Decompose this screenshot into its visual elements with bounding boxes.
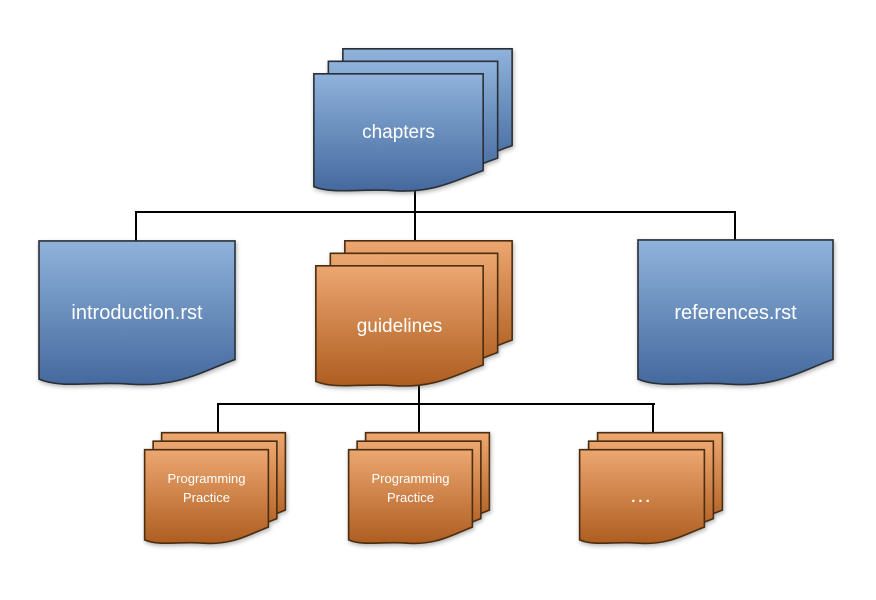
document-shape (637, 239, 834, 387)
multi-document-shape (313, 48, 513, 193)
node-introduction: introduction.rst (38, 240, 236, 387)
node-references: references.rst (637, 239, 834, 387)
document-shape (38, 240, 236, 387)
node-more: ... (579, 432, 723, 545)
connector-level1-horizontal (135, 211, 736, 213)
node-guidelines: guidelines (315, 240, 513, 388)
multi-document-shape (579, 432, 723, 545)
connector-to-references (734, 211, 736, 241)
connector-guidelines-stem (418, 372, 420, 433)
node-practice1: Programming Practice (144, 432, 286, 545)
connector-to-guidelines (414, 211, 416, 242)
multi-document-shape (144, 432, 286, 545)
connector-to-introduction (135, 211, 137, 242)
node-chapters: chapters (313, 48, 513, 193)
connector-to-more (652, 403, 654, 433)
connector-to-practice1 (217, 403, 219, 433)
multi-document-shape (348, 432, 490, 545)
connector-level2-horizontal (217, 403, 655, 405)
multi-document-shape (315, 240, 513, 388)
node-practice2: Programming Practice (348, 432, 490, 545)
